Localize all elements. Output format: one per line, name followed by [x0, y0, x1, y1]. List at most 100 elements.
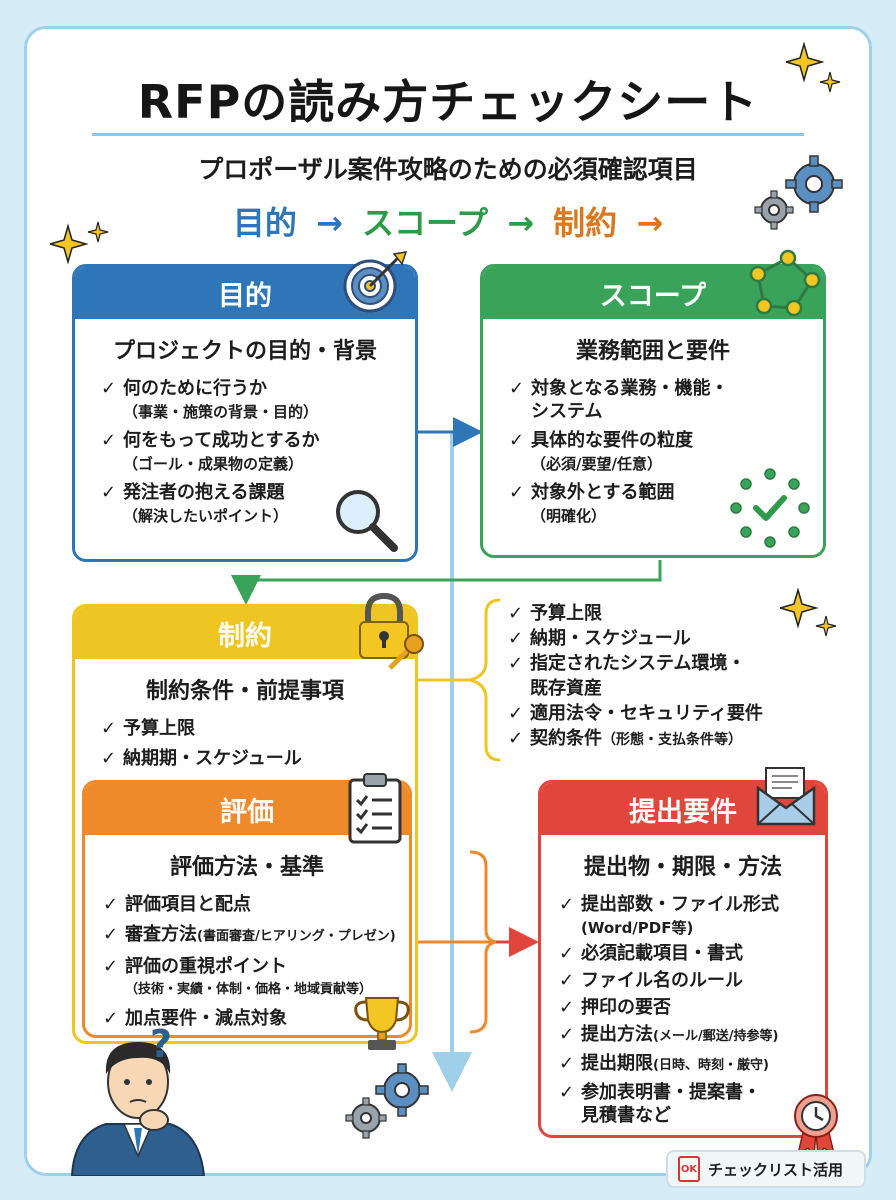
- flow-step-scope: スコープ: [361, 204, 489, 242]
- title-divider: [92, 133, 804, 136]
- list-item-text: 提出期限: [581, 1053, 653, 1074]
- list-item-text: 具体的な要件の粒度: [531, 430, 693, 451]
- list-item: ✓ 審査方法(書面審査/ヒアリング・プレゼン): [103, 923, 409, 949]
- list-item-text: 必須記載項目・書式: [581, 943, 743, 964]
- list-item-text: 評価の重視ポイント: [125, 956, 287, 977]
- list-item: ✓ 発注者の抱える課題 （解決したいポイント）: [101, 481, 415, 527]
- check-icon: ✓: [509, 482, 525, 503]
- clipboard-icon: [348, 773, 402, 844]
- constraint-checklist: ✓ 予算上限 ✓ 納期期・スケジュール: [75, 717, 415, 771]
- check-icon: ✓: [101, 718, 117, 739]
- check-icon: ✓: [559, 997, 575, 1018]
- list-item-text: 加点要件・減点対象: [125, 1008, 287, 1029]
- check-icon: ✓: [508, 628, 524, 649]
- check-icon: ✓: [508, 703, 524, 724]
- sparkle-icon: [50, 221, 109, 265]
- trophy-icon: [354, 997, 410, 1050]
- sparkle-icon: [786, 42, 841, 93]
- check-icon: ✓: [103, 894, 119, 915]
- badge-label: チェックリスト活用: [708, 1160, 844, 1179]
- scope-card-heading: 業務範囲と要件: [575, 339, 730, 364]
- list-item-text: 契約条件: [530, 728, 602, 749]
- list-item-note: （明確化）: [531, 507, 607, 525]
- flow-arrow: →: [636, 204, 664, 242]
- list-item-note: （形態・支払条件等）: [602, 732, 742, 748]
- check-icon: ✓: [559, 1082, 575, 1103]
- list-item-note: (書面審査/ヒアリング・プレゼン): [197, 929, 396, 944]
- list-item-text: 提出部数・ファイル形式: [581, 894, 779, 915]
- flow-steps: 目的 → スコープ → 制約 →: [0, 198, 896, 244]
- evaluation-checklist: ✓ 評価項目と配点 ✓ 審査方法(書面審査/ヒアリング・プレゼン) ✓ 評価の重視ポイ…: [85, 893, 409, 1031]
- list-item-text: 何のために行うか: [123, 378, 267, 399]
- list-item-text: 納期期・スケジュール: [123, 748, 302, 769]
- flow-step-constraint: 制約: [553, 204, 618, 242]
- list-item: ✓ 提出部数・ファイル形式 (Word/PDF等): [559, 893, 825, 939]
- list-item-text: ファイル名のルール: [581, 970, 743, 991]
- check-icon: ✓: [509, 378, 525, 399]
- list-item-text: 指定されたシステム環境・: [530, 653, 746, 674]
- list-item: ✓ 押印の要否: [559, 996, 825, 1020]
- list-item-note: 見積書など: [581, 1105, 671, 1126]
- list-item-text: 予算上限: [123, 718, 195, 739]
- list-item-note: （解決したいポイント）: [123, 507, 289, 525]
- check-icon: ✓: [508, 728, 524, 749]
- list-item-text: 審査方法: [125, 924, 197, 945]
- check-icon: ✓: [509, 430, 525, 451]
- submission-card-heading: 提出物・期限・方法: [583, 855, 782, 880]
- list-item-note: （ゴール・成果物の定義）: [123, 455, 304, 473]
- list-item-note: （技術・実績・体制・価格・地域貢献等）: [125, 982, 373, 997]
- list-item: ✓指定されたシステム環境・: [508, 652, 763, 676]
- list-item: ✓加点要件・減点対象: [103, 1007, 409, 1031]
- list-item: ✓ 適用法令・セキュリティ要件: [508, 702, 763, 726]
- flow-arrow: →: [507, 204, 535, 242]
- list-item: ✓ 予算上限: [508, 602, 763, 626]
- list-item-text: 評価項目と配点: [125, 894, 251, 915]
- list-item-continuation: 既存資産: [530, 678, 602, 699]
- check-icon: ✓: [559, 894, 575, 915]
- check-icon: ✓: [559, 1024, 575, 1045]
- check-icon: ✓: [103, 924, 119, 945]
- list-item-note: (Word/PDF等): [581, 919, 694, 937]
- purpose-checklist: ✓ 何のために行うか （事業・施策の背景・目的） ✓ 何をもって成功とするか （ゴール・…: [75, 377, 415, 527]
- list-item-note: （事業・施策の背景・目的）: [123, 403, 319, 421]
- list-item-text: 適用法令・セキュリティ要件: [530, 703, 763, 724]
- check-icon: ✓: [101, 748, 117, 769]
- list-item: ✓具体的な要件の粒度（必須/要望/任意）: [509, 429, 823, 475]
- magnifier-icon: [336, 490, 398, 552]
- check-icon: ✓: [559, 970, 575, 991]
- checklist-badge: OK チェックリスト活用: [666, 1150, 866, 1188]
- envelope-icon: [756, 767, 816, 826]
- check-icon: ✓: [101, 482, 117, 503]
- list-item-text: 納期・スケジュール: [530, 628, 691, 649]
- lock-icon: [359, 592, 424, 670]
- check-icon: ✓: [103, 956, 119, 977]
- list-item-text: 発注者の抱える課題: [123, 482, 285, 503]
- flow-arrow: →: [316, 204, 343, 242]
- list-item: ✓提出方法(メール/郵送/持参等): [559, 1023, 825, 1049]
- list-item-text: 参加表明書・提案書・: [581, 1082, 761, 1103]
- list-item-text: 何をもって成功とするか: [123, 430, 320, 451]
- check-icon: ✓: [101, 430, 117, 451]
- list-item-note: システム: [531, 401, 603, 422]
- purpose-card-heading: プロジェクトの目的・背景: [112, 339, 377, 364]
- list-item-text: 押印の要否: [581, 997, 671, 1018]
- list-item: ✓ 評価項目と配点: [103, 893, 409, 917]
- checkmark-circle-icon: [730, 468, 810, 548]
- constraint-detail-list: ✓予算上限 ✓納期・スケジュール ✓指定されたシステム環境・ 既存資産 ✓適用法…: [508, 602, 763, 753]
- list-item-text: 予算上限: [530, 603, 602, 624]
- list-item: ✓提出期限(日時、時刻・厳守): [559, 1052, 825, 1078]
- check-icon: ✓: [101, 378, 117, 399]
- list-item-note: (メール/郵送/持参等): [653, 1029, 779, 1044]
- list-item: ✓ 納期・スケジュール: [508, 627, 763, 651]
- list-item: ✓ 予算上限: [101, 717, 415, 741]
- list-item: ✓ 評価の重視ポイント （技術・実績・体制・価格・地域貢献等）: [103, 955, 409, 1001]
- check-icon: ✓: [508, 603, 524, 624]
- list-item: ✓必須記載項目・書式: [559, 942, 825, 966]
- list-item: ✓ 参加表明書・提案書・見積書など: [559, 1081, 825, 1127]
- submission-checklist: ✓提出部数・ファイル形式(Word/PDF等) ✓必須記載項目・書式 ✓ファイル…: [541, 893, 825, 1127]
- scope-checklist: ✓対象となる業務・機能・システム ✓具体的な要件の粒度（必須/要望/任意） ✓対…: [483, 377, 823, 527]
- list-item: ✓ 納期期・スケジュール: [101, 747, 415, 771]
- list-item: ✓ 何をもって成功とするか （ゴール・成果物の定義）: [101, 429, 415, 475]
- sparkle-icon: [780, 588, 837, 637]
